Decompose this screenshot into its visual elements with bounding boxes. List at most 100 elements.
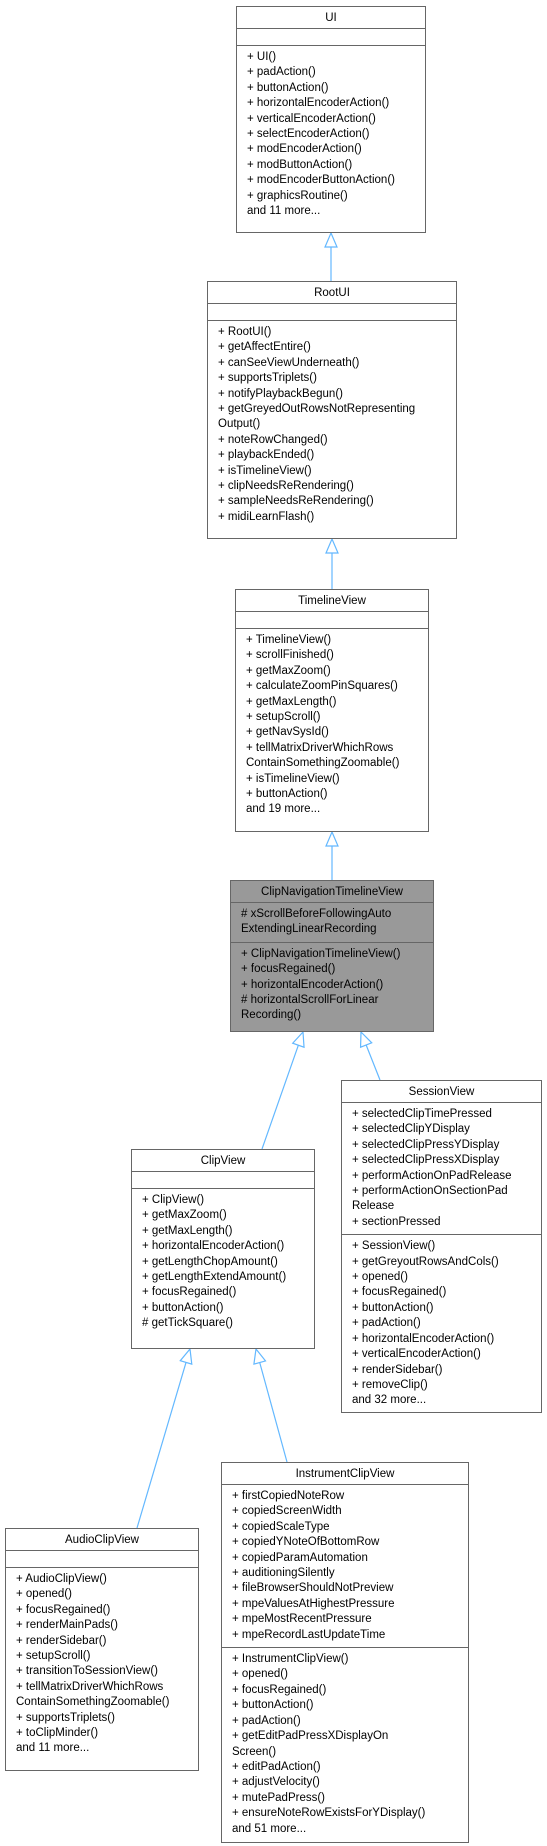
operation-line: + getMaxLength() [246, 695, 337, 708]
class-box-ui[interactable]: UI+ UI()+ padAction()+ buttonAction()+ h… [236, 6, 426, 233]
operation-line: + horizontalEncoderAction() [352, 1332, 495, 1345]
operation-line: + noteRowChanged() [218, 433, 328, 446]
operation-line: + getMaxLength() [142, 1224, 233, 1237]
operation-line: + padAction() [352, 1317, 421, 1330]
operation-line: + tellMatrixDriverWhichRows [246, 741, 394, 754]
operation-line: + renderSidebar() [16, 1634, 107, 1647]
operation-line: + buttonAction() [352, 1301, 434, 1314]
operation-line: + AudioClipView() [16, 1573, 107, 1585]
attribute-line: + sectionPressed [352, 1215, 441, 1228]
operation-line: + calculateZoomPinSquares() [246, 680, 398, 693]
operation-line: + toClipMinder() [16, 1727, 99, 1740]
operation-line: and 51 more... [232, 1822, 307, 1835]
attributes-section [236, 611, 428, 628]
operation-line: + verticalEncoderAction() [247, 112, 376, 125]
class-name: TimelineView [298, 595, 366, 607]
operation-line: + selectEncoderAction() [247, 128, 370, 141]
operation-line: and 11 more... [247, 205, 321, 218]
operation-line: Output() [218, 418, 261, 431]
operation-line: + getNavSysId() [246, 726, 329, 739]
inheritance-line [259, 1362, 288, 1463]
operation-line: + modEncoderAction() [247, 143, 362, 156]
operation-line: and 11 more... [16, 1742, 90, 1755]
operation-line: + sampleNeedsReRendering() [218, 495, 374, 508]
operation-line: Screen() [232, 1745, 277, 1758]
inheritance-arrowhead [291, 1030, 305, 1049]
operation-line: + SessionView() [352, 1240, 436, 1253]
operation-line: + getLengthChopAmount() [142, 1255, 278, 1268]
attribute-line: + fileBrowserShouldNotPreview [232, 1582, 394, 1595]
class-box-timelineview[interactable]: TimelineView+ TimelineView()+ scrollFini… [235, 589, 429, 832]
class-name: ClipNavigationTimelineView [261, 886, 403, 898]
operation-line: + supportsTriplets() [218, 372, 317, 385]
operation-line: + midiLearnFlash() [218, 510, 315, 523]
operation-line: + transitionToSessionView() [16, 1665, 159, 1678]
inheritance-arrowhead [179, 1347, 193, 1365]
operation-line: and 19 more... [246, 803, 321, 816]
operation-line: ContainSomethingZoomable() [16, 1696, 170, 1709]
attribute-line: + selectedClipPressYDisplay [352, 1138, 500, 1151]
class-name: ClipView [200, 1155, 246, 1167]
attribute-line: ExtendingLinearRecording [241, 923, 377, 936]
operation-line: + modEncoderButtonAction() [247, 174, 395, 187]
attribute-line: + performActionOnSectionPad [352, 1185, 508, 1198]
inheritance-arrowhead [324, 231, 338, 248]
class-box-audioclipview[interactable]: AudioClipView+ AudioClipView()+ opened()… [5, 1528, 199, 1771]
attribute-line: + mpeValuesAtHighestPressure [232, 1597, 395, 1610]
class-name: InstrumentClipView [295, 1468, 395, 1480]
operation-line: + canSeeViewUnderneath() [218, 356, 360, 369]
operation-line: + focusRegained() [352, 1286, 447, 1299]
operation-line: + playbackEnded() [218, 449, 315, 462]
class-box-clipview[interactable]: ClipView+ ClipView()+ getMaxZoom()+ getM… [131, 1149, 315, 1349]
operation-line: # getTickSquare() [142, 1317, 233, 1330]
operation-line: + scrollFinished() [246, 649, 334, 662]
operation-line: + graphicsRoutine() [247, 189, 348, 202]
operation-line: # horizontalScrollForLinear [241, 994, 379, 1007]
attribute-line: + selectedClipYDisplay [352, 1123, 470, 1136]
operation-line: + buttonAction() [246, 788, 328, 801]
operation-line: + ClipNavigationTimelineView() [241, 947, 401, 960]
class-box-instrumentclipview[interactable]: InstrumentClipView + firstCopiedNoteRow+ … [221, 1462, 469, 1843]
operation-line: + horizontalEncoderAction() [241, 978, 384, 991]
operation-line: + horizontalEncoderAction() [142, 1240, 285, 1253]
operation-line: + removeClip() [352, 1378, 428, 1391]
operation-line: + setupScroll() [246, 711, 321, 724]
operation-line: + getAffectEntire() [218, 341, 311, 354]
operation-line: + modButtonAction() [247, 158, 353, 171]
class-name: SessionView [408, 1086, 475, 1098]
operations-section: + ClipNavigationTimelineView()+ focusReg… [231, 941, 433, 1028]
attributes-section [237, 28, 425, 45]
operation-line: + UI() [247, 51, 277, 63]
class-box-rootui[interactable]: RootUI+ RootUI()+ getAffectEntire()+ can… [207, 281, 457, 539]
operation-line: + verticalEncoderAction() [352, 1348, 481, 1361]
inheritance-arrowhead [253, 1347, 267, 1365]
attribute-line: + auditioningSilently [232, 1567, 335, 1580]
class-box-clipnav[interactable]: ClipNavigationTimelineView# xScrollBefor… [230, 880, 434, 1032]
attributes-section: + firstCopiedNoteRow+ copiedScreenWidth+… [222, 1484, 468, 1647]
inheritance-line [136, 1362, 187, 1529]
operation-line: + padAction() [247, 66, 316, 79]
operations-section: + UI()+ padAction()+ buttonAction()+ hor… [237, 45, 425, 223]
operation-line: + adjustVelocity() [232, 1776, 320, 1789]
attribute-line: + copiedScaleType [232, 1520, 330, 1533]
operation-line: + mutePadPress() [232, 1791, 325, 1804]
class-name: UI [325, 12, 337, 24]
inheritance-arrowhead [359, 1030, 373, 1049]
operation-line: + tellMatrixDriverWhichRows [16, 1680, 164, 1693]
class-box-sessionview[interactable]: SessionView+ selectedClipTimePressed+ se… [341, 1080, 542, 1413]
operation-line: + getGreyoutRowsAndCols() [352, 1255, 499, 1268]
attribute-line: + selectedClipPressXDisplay [352, 1154, 500, 1167]
attributes-section [132, 1171, 314, 1188]
operation-line: Recording() [241, 1009, 302, 1022]
operation-line: + InstrumentClipView() [232, 1653, 349, 1666]
attribute-line: Release [352, 1200, 395, 1213]
attribute-line: + mpeMostRecentPressure [232, 1613, 372, 1626]
operation-line: + focusRegained() [16, 1603, 111, 1616]
operation-line: + buttonAction() [142, 1301, 224, 1314]
attribute-line: + copiedScreenWidth [232, 1505, 342, 1518]
operation-line: + getMaxZoom() [142, 1209, 227, 1222]
inheritance-arrowhead [325, 830, 339, 847]
operations-section: + InstrumentClipView()+ opened()+ focusR… [222, 1647, 468, 1841]
class-name: AudioClipView [65, 1534, 139, 1546]
